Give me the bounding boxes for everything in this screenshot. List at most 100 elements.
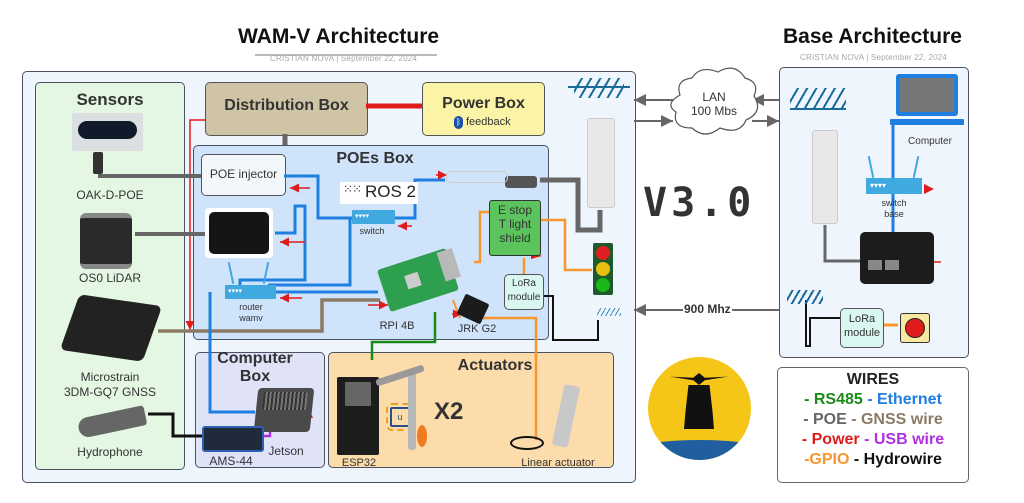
estop-label-1: E stop [497,203,533,217]
sensor-label-oak: OAK-D-POE [76,188,144,202]
rs485-wire [370,312,437,360]
computer-keyboard-icon [890,119,964,125]
wires-legend-content: WIRES - RS485 - Ethernet - POE - GNSS wi… [777,370,969,470]
ros2-dots-icon: ⁙⁙ [343,182,362,196]
legend-usb: - USB wire [859,431,945,448]
lora-wamv-label-1: LoRa [512,278,536,289]
poe-injector-cable [446,171,508,183]
sensor-label-gnss-1: Microstrain [80,370,140,384]
base-poe-injector [860,232,934,284]
wamv-title-underline [255,54,437,56]
legend-gpio: -GPIO [804,451,850,468]
estop-shield [489,200,541,256]
ethernet-wire-lidarbox-router [238,204,307,288]
wires-legend-row-2: - POE - GNSS wire [777,410,969,430]
ams-label: AMS-44 [209,454,253,468]
lora-base-label-2: module [843,327,881,339]
wires-legend [777,367,969,483]
ethernet-wire-router-jetson [208,292,255,414]
lan-cloud [670,67,759,135]
lora-module-base [840,308,884,348]
poe-injector [201,154,286,196]
jrk-label: JRK G2 [457,323,497,335]
switch-label: switch [359,226,385,236]
antenna-wire-lora [543,295,599,341]
wires-legend-row-1: - RS485 - Ethernet [777,390,969,410]
ros2-logo: ⁙⁙ ROS 2 [340,182,418,204]
base-antenna-yagi-icon [790,88,846,110]
emergency-stop-red-icon [905,318,925,338]
distribution-box [205,82,368,136]
base-subtitle: CRISTIAN NOVA | September 22, 2024 [800,53,948,62]
wires-legend-title: WIRES [846,371,900,388]
wamv-antenna-yagi-icon [568,78,630,102]
legend-ethernet: - Ethernet [862,391,942,408]
wires-legend-row-4: -GPIO - Hydrowire [777,450,969,470]
wamv-subtitle: CRISTIAN NOVA | September 22, 2024 [270,54,418,63]
computer-label: Computer [908,136,952,147]
oak-d-connector [93,152,103,174]
gnss-wire [158,298,380,333]
emergency-stop-button[interactable] [900,313,930,343]
ros2-logo-text: ROS 2 [365,182,417,201]
sensors-title: Sensors [76,90,144,109]
poes-box-title: POEs Box [336,150,414,167]
legend-power: - Power [801,431,860,448]
oak-d-poe-camera [72,113,143,151]
computer-icon [896,74,958,116]
hydro-wire [148,412,205,438]
base-lora-antenna-icon [787,290,823,304]
ams-44-device [202,426,264,452]
gpio-wire-estop-light [540,218,592,272]
base-switch-icon: ▾▾▾▾ [866,178,922,194]
base-radio-mast [812,130,838,224]
logo-ship-icon [684,385,714,429]
traffic-light [593,243,613,295]
traffic-light-yellow [596,262,610,276]
team-logo [648,357,751,460]
sensor-label-gnss-2: 3DM-GQ7 GNSS [63,385,156,399]
lan-label-2: 100 Mbs [690,104,738,118]
distribution-box-label: Distribution Box [224,97,349,114]
estop-label-3: shield [499,231,531,245]
power-box-feedback: feedback [466,116,511,128]
legend-hydro: - Hydrowire [849,451,942,468]
base-poe-wire [823,225,870,263]
thruster-propeller [417,425,427,447]
wires-legend-row-3: - Power - USB wire [777,430,969,450]
base-switch-label-1: switch [881,198,907,208]
microcontroller-chip-icon: u [386,403,414,431]
sensor-label-lidar: OS0 LiDAR [78,271,142,285]
poe-wire-antenna [540,177,603,233]
base-title: Base Architecture [783,25,962,48]
ethernet-wire-router-switch [268,218,352,287]
esp32-board [337,377,379,455]
lidar-interface-box [205,208,273,258]
sensor-label-hydrophone: Hydrophone [77,445,143,459]
legend-gnss: - GNSS wire [846,411,943,428]
power-wire-dist-to-poes [185,119,205,330]
traffic-light-green [596,278,610,292]
wamv-radio-mast [587,118,615,208]
os0-lidar [80,213,132,269]
lan-label-1: LAN [702,90,726,104]
legend-poe: - POE [803,411,847,428]
version-label: V3.0 [643,180,756,226]
poe-injector-label: POE injector [209,167,278,181]
ethernet-wire-injector-switch [284,174,355,220]
lora-module-wamv [504,274,544,310]
poe-injector-dongle [505,176,537,188]
lora-wamv-label-2: module [507,292,541,303]
thruster-motor [408,370,416,450]
linear-actuator-cable [510,436,544,450]
logo-eagle-icon [670,373,728,385]
estop-label-2: T light [498,217,532,231]
lora-base-label-1: LoRa [848,313,876,325]
actuators-title: Actuators [457,357,533,374]
computer-box-title-2: Box [239,368,271,385]
base-antenna-wire [805,300,840,347]
linear-actuator-label: Linear actuator [521,457,595,469]
wamv-lora-antenna-icon [597,308,621,316]
gpio-wire-jrk-linear [478,316,538,440]
logo-sea [648,440,751,460]
